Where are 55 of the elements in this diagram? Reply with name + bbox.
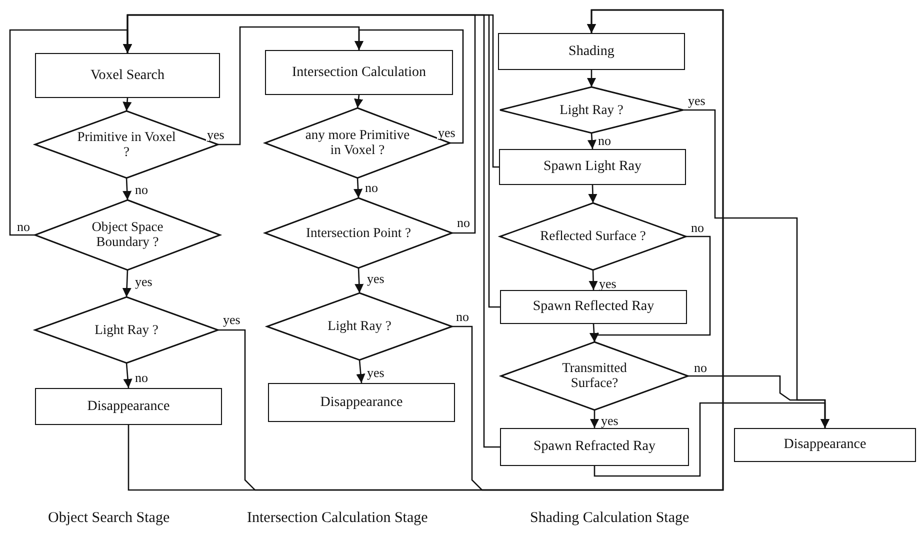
process-box	[35, 53, 220, 98]
arrow	[588, 184, 598, 204]
process-box	[265, 50, 453, 95]
decision-label: Light Ray ?	[328, 319, 392, 334]
decision-diamond	[267, 293, 452, 360]
decision-diamond	[500, 203, 686, 270]
arrow	[589, 324, 599, 342]
decision-diamond	[500, 87, 683, 133]
process-label: Disappearance	[320, 394, 403, 410]
decision-label: Light Ray ?	[560, 102, 624, 118]
arrow	[354, 268, 364, 294]
arrow	[594, 402, 830, 477]
process-box	[499, 149, 686, 185]
stage-label: Shading Calculation Stage	[530, 510, 690, 527]
decision-label: any more Primitive in Voxel ?	[304, 128, 411, 158]
process-label: Intersection Calculation	[292, 64, 426, 80]
decision-label: Reflected Surface ?	[540, 229, 646, 244]
process-label: Spawn Reflected Ray	[532, 299, 654, 315]
process-box	[35, 388, 222, 425]
arrow	[587, 132, 596, 150]
process-box	[500, 428, 689, 466]
process-box	[500, 290, 687, 324]
process-box	[268, 383, 455, 422]
arrow	[356, 360, 366, 384]
decision-diamond	[501, 342, 688, 410]
arrow	[122, 14, 500, 448]
process-label: Disappearance	[784, 437, 866, 453]
process-box	[498, 33, 685, 70]
arrow	[354, 178, 363, 198]
decision-diamond	[265, 198, 452, 268]
stage-label: Object Search Stage	[48, 510, 170, 527]
process-label: Spawn Refracted Ray	[533, 439, 656, 455]
arrow	[122, 270, 132, 298]
decision-label: Object Space Boundary ?	[90, 220, 164, 250]
decision-label: Intersection Point ?	[306, 226, 411, 240]
decision-label: Light Ray ?	[94, 322, 158, 338]
arrow	[452, 9, 724, 491]
arrow	[586, 70, 596, 87]
arrow	[588, 270, 598, 290]
arrow	[354, 29, 464, 144]
arrow	[354, 94, 364, 108]
process-box	[734, 428, 916, 462]
arrow	[123, 362, 132, 388]
process-label: Shading	[568, 44, 614, 60]
arrow	[122, 178, 132, 200]
decision-diamond	[35, 297, 218, 363]
process-label: Spawn Light Ray	[544, 159, 642, 175]
decision-label: Transmitted Surface?	[561, 361, 628, 391]
arrow	[590, 410, 600, 428]
decision-label: Primitive in Voxel ?	[76, 130, 177, 160]
stage-label: Intersection Calculation Stage	[247, 510, 428, 527]
process-label: Voxel Search	[90, 68, 164, 84]
arrow	[122, 98, 132, 112]
process-label: Disappearance	[87, 398, 170, 414]
decision-diamond	[35, 200, 220, 270]
